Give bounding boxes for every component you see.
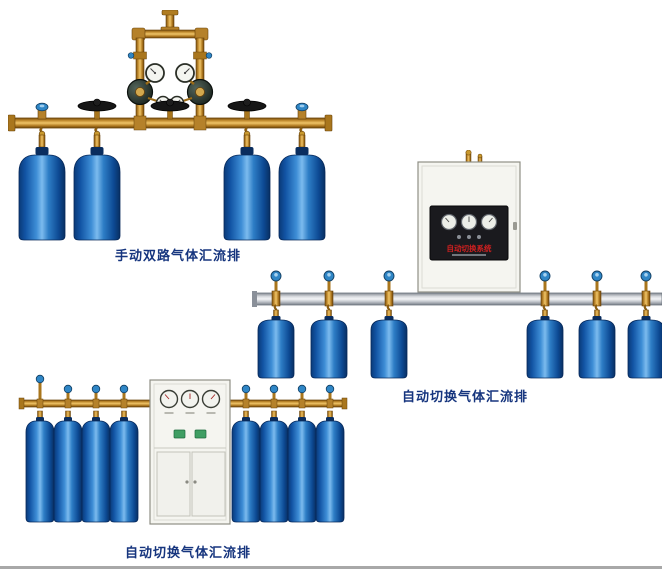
valve-handwheel: [150, 98, 190, 120]
cabinet-label: 自动切换系统: [447, 243, 492, 253]
gas-cylinder: [25, 420, 55, 523]
cylinder-connection: [323, 270, 335, 307]
gas-cylinder: [578, 304, 616, 379]
pressure-gauge: [145, 63, 165, 83]
product-caption: 自动切换气体汇流排: [401, 389, 528, 404]
indicator-light: [477, 235, 481, 239]
indicator-light: [467, 235, 471, 239]
cylinder-connection: [383, 270, 395, 307]
cylinder-connection: [35, 374, 45, 422]
inlet-valve-knob: [205, 52, 213, 59]
gas-cylinder: [627, 304, 662, 379]
cylinder-connection: [325, 384, 335, 422]
indicator-light: [457, 235, 461, 239]
cylinder-connection: [297, 384, 307, 422]
valve-handwheel: [227, 98, 267, 120]
bottom-rule: [0, 566, 662, 569]
product-auto-switch-wall: 自动切换系统: [251, 149, 662, 382]
gas-cylinder: [310, 304, 348, 379]
cabinet-controls: [173, 429, 207, 439]
product-caption: 手动双路气体汇流排: [114, 248, 241, 263]
cylinder-connection: [539, 270, 551, 307]
gas-cylinder: [287, 420, 317, 523]
control-cabinet: 自动切换系统: [417, 149, 521, 293]
gas-cylinder: [223, 127, 271, 241]
cylinder-connection: [269, 384, 279, 422]
inlet-valve-knob: [127, 52, 135, 59]
product-caption: 自动切换气体汇流排: [124, 545, 251, 560]
gas-cylinder: [257, 304, 295, 379]
cylinder-connection: [91, 384, 101, 422]
product-manual-dual-manifold: [7, 9, 348, 242]
cylinder-connection: [270, 270, 282, 307]
gas-cylinder: [259, 420, 289, 523]
cylinder-connection: [63, 384, 73, 422]
auto-switch-floor-image: [18, 374, 348, 525]
gas-cylinder: [109, 420, 139, 523]
cabinet-subtext-bar: [452, 254, 486, 256]
pressure-regulator-left: [126, 78, 154, 106]
manifold-pipe: [251, 291, 662, 307]
manual-dual-manifold-image: [7, 9, 333, 241]
pressure-gauge: [175, 63, 195, 83]
pressure-regulator-right: [186, 78, 214, 106]
branch-valve-knob: [35, 102, 49, 120]
gas-cylinder: [370, 304, 408, 379]
product-auto-switch-floor: [18, 374, 348, 526]
branch-valve-knob: [295, 102, 309, 120]
cylinder-connection: [241, 384, 251, 422]
cylinder-connection: [591, 270, 603, 307]
cylinder-connection: [119, 384, 129, 422]
gas-cylinder: [231, 420, 261, 523]
manifold-pipe: [7, 114, 333, 132]
door-handle: [185, 480, 189, 484]
cabinet-latch: [513, 222, 517, 230]
control-cabinet: [149, 379, 231, 525]
door-handle: [193, 480, 197, 484]
gas-cylinder: [278, 127, 326, 241]
gas-cylinder: [526, 304, 564, 379]
gas-cylinder: [53, 420, 83, 523]
valve-handwheel: [77, 98, 117, 120]
gas-cylinder: [73, 127, 121, 241]
auto-switch-wall-image: 自动切换系统: [251, 149, 662, 379]
gas-cylinder: [18, 127, 66, 241]
cabinet-doors: [156, 451, 226, 517]
cabinet-panel: 自动切换系统: [429, 205, 509, 261]
cylinder-connection: [640, 270, 652, 307]
gas-cylinder: [315, 420, 345, 523]
cabinet-gauges: [159, 389, 221, 409]
gas-cylinder: [81, 420, 111, 523]
